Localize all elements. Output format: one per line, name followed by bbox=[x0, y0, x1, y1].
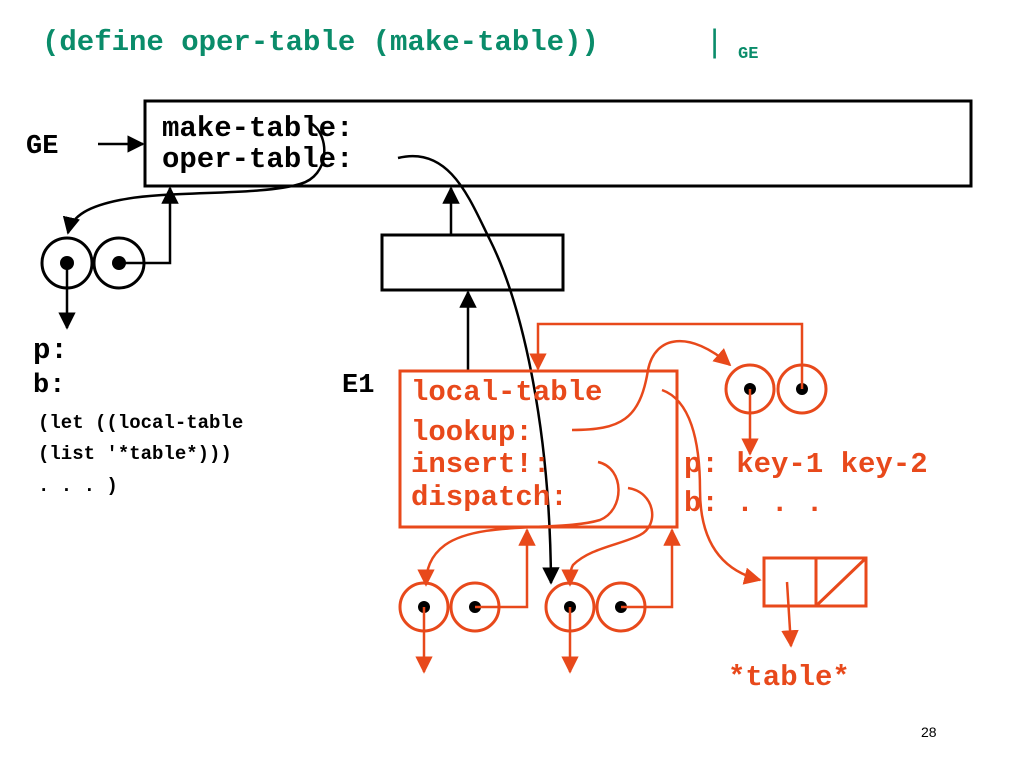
e1-binding-lookup: lookup: bbox=[411, 416, 533, 449]
lookup-pointer bbox=[571, 340, 732, 432]
lookup-env-pointer bbox=[529, 322, 804, 389]
insert-pointer bbox=[417, 460, 620, 587]
dispatch-pointer bbox=[561, 486, 654, 587]
e1-binding-dispatch: dispatch: bbox=[411, 481, 568, 514]
ge-frame bbox=[143, 99, 973, 188]
dispatch-procedure bbox=[544, 528, 681, 674]
proc-body-label: b: bbox=[33, 371, 65, 401]
e1-binding-insert: insert!: bbox=[411, 448, 550, 481]
table-pair bbox=[762, 556, 868, 648]
proc-body-line-3: . . . ) bbox=[38, 475, 118, 497]
slide-number: 28 bbox=[921, 724, 937, 740]
empty-frame bbox=[380, 233, 565, 292]
ge-binding-oper-table: oper-table: bbox=[162, 143, 353, 176]
title-code: (define oper-table (make-table)) bbox=[42, 26, 599, 59]
proc-body-line-2: (list '*table*))) bbox=[38, 443, 232, 465]
lookup-body-text: b: . . . bbox=[684, 487, 823, 520]
table-pair-cdr bbox=[814, 556, 868, 608]
proc-body-line-1: (let ((local-table bbox=[38, 412, 243, 434]
title-cursor: | bbox=[705, 25, 724, 62]
table-head-label: *table* bbox=[728, 661, 850, 694]
proc-params-text: p: bbox=[33, 334, 68, 367]
e1-binding-local-table: local-table bbox=[411, 376, 602, 409]
oper-table-pointer bbox=[397, 154, 560, 585]
ge-label: GE bbox=[26, 132, 58, 162]
dispatch-env-pointer bbox=[621, 528, 681, 609]
insert-procedure bbox=[398, 528, 536, 674]
e1-label: E1 bbox=[342, 371, 374, 401]
lookup-params-text: p: key-1 key-2 bbox=[684, 448, 928, 481]
lookup-procedure bbox=[529, 322, 828, 456]
local-table-pointer bbox=[661, 388, 762, 585]
table-pair-nil-slash bbox=[814, 556, 868, 608]
table-pair-car-pointer bbox=[781, 581, 799, 648]
make-table-procedure bbox=[40, 186, 179, 330]
ge-binding-make-table: make-table: bbox=[162, 112, 353, 145]
title-env-label: GE bbox=[738, 45, 758, 64]
proc-env-pointer bbox=[119, 186, 179, 265]
table-pair-car bbox=[762, 556, 818, 608]
insert-env-pointer bbox=[475, 528, 536, 609]
make-table-pointer bbox=[62, 122, 326, 235]
